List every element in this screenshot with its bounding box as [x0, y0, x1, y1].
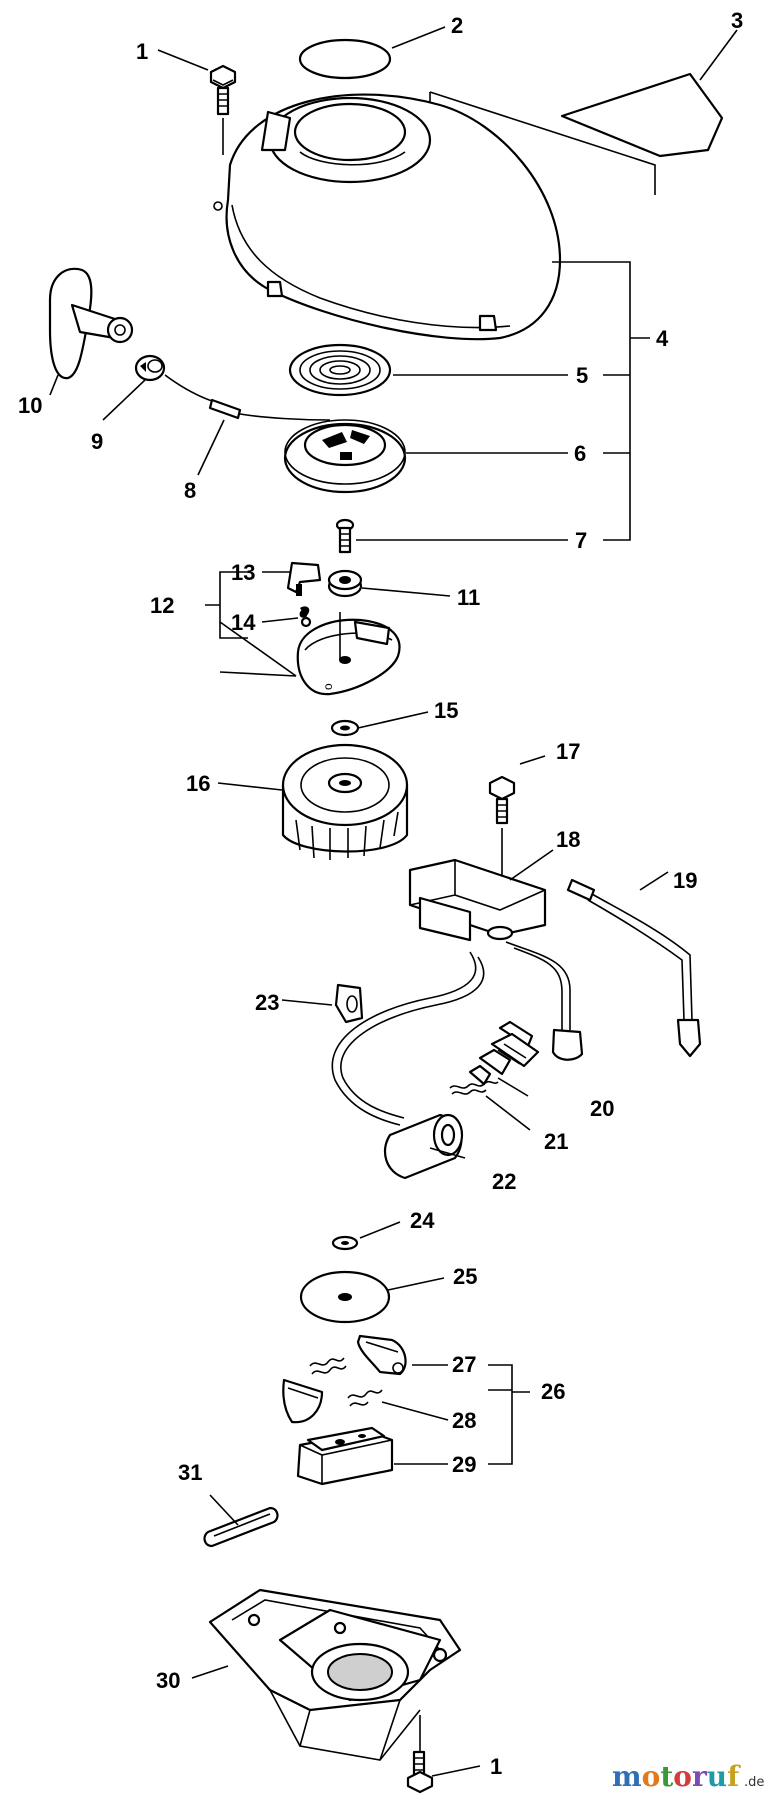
- part-24-washer: [331, 1235, 359, 1251]
- part-23-clip: [334, 983, 364, 1024]
- callout-1-bottom: 1: [490, 1754, 502, 1779]
- part-17-bolt: [488, 775, 516, 875]
- callout-11: 11: [457, 585, 480, 610]
- part-2-cap-disc: [298, 38, 392, 80]
- part-16-flywheel: [281, 743, 409, 860]
- callout-15: 15: [434, 698, 458, 723]
- callout-6: 6: [574, 441, 586, 466]
- callout-16: 16: [186, 771, 210, 796]
- part-6-rope-pulley: [283, 419, 407, 494]
- part-31-gasket: [203, 1506, 279, 1548]
- part-1-bolt-top: [209, 64, 237, 155]
- svg-text:motoruf: motoruf: [612, 1760, 741, 1793]
- callout-10: 10: [18, 393, 42, 418]
- part-20-spark-plug: [468, 1020, 540, 1086]
- clutch-shoe-left: [282, 1378, 324, 1424]
- wm-letter-6: f: [727, 1760, 741, 1793]
- callout-1-top: 1: [136, 39, 148, 64]
- part-29-clutch-hub: [296, 1426, 394, 1486]
- part-7-screw: [335, 518, 355, 554]
- part-15-washer: [330, 719, 360, 737]
- callout-7: 7: [575, 528, 587, 553]
- callout-30: 30: [156, 1668, 180, 1693]
- part-5-recoil-spring: [288, 343, 392, 397]
- part-10-starter-handle: [48, 267, 134, 380]
- callout-27: 27: [452, 1352, 476, 1377]
- part-19-stop-wire: [566, 878, 702, 1058]
- callout-13: 13: [231, 560, 255, 585]
- part-18-ignition-coil: [331, 858, 584, 1126]
- part-1-bolt-bottom: [406, 1750, 434, 1794]
- wm-letter-5: u: [707, 1760, 727, 1793]
- part-30-clutch-housing: [208, 1588, 462, 1761]
- callout-4: 4: [656, 326, 669, 351]
- part-11-collar: [327, 569, 363, 598]
- callout-21: 21: [544, 1129, 568, 1154]
- callout-25: 25: [453, 1264, 477, 1289]
- callout-22: 22: [492, 1169, 516, 1194]
- part-27-clutch-shoe: [356, 1334, 407, 1376]
- part-4-starter-housing: [213, 91, 656, 341]
- watermark-logo: motoruf .de: [612, 1760, 764, 1793]
- wm-letter-1: o: [642, 1760, 661, 1793]
- wm-letter-2: t: [660, 1760, 673, 1793]
- part-28-clutch-spring: [309, 1357, 383, 1407]
- callout-24: 24: [410, 1208, 435, 1233]
- leader-lines: [49, 26, 738, 1777]
- wm-letter-3: o: [673, 1760, 692, 1793]
- callout-29: 29: [452, 1452, 476, 1477]
- part-8-starter-rope: [164, 374, 331, 421]
- callout-31: 31: [178, 1460, 202, 1485]
- callout-17: 17: [556, 739, 580, 764]
- part-21-spring: [449, 1080, 499, 1095]
- callout-14: 14: [231, 610, 256, 635]
- part-22-plug-cap: [383, 1113, 464, 1180]
- callout-12: 12: [150, 593, 174, 618]
- callout-9: 9: [91, 429, 103, 454]
- callout-18: 18: [556, 827, 580, 852]
- wm-suffix: .de: [744, 1775, 764, 1790]
- callout-20: 20: [590, 1096, 614, 1121]
- svg-text:ᴑ: ᴑ: [325, 679, 332, 693]
- part-9-rope-guide: [134, 354, 166, 382]
- callout-labels: 1 2 3 4 5 6 7 8 9 10 11 12 13 14 15 16 1…: [18, 8, 743, 1779]
- callout-2: 2: [451, 13, 463, 38]
- callout-8: 8: [184, 478, 196, 503]
- wm-letter-4: r: [692, 1760, 708, 1793]
- callout-19: 19: [673, 868, 697, 893]
- callout-3: 3: [731, 8, 743, 33]
- part-25-plate: [299, 1270, 391, 1324]
- part-12-ratchet: ᴑ: [296, 612, 401, 696]
- callout-28: 28: [452, 1408, 476, 1433]
- wm-letter-0: m: [612, 1760, 642, 1793]
- part-14-pawl-spring: [299, 606, 312, 628]
- callout-26: 26: [541, 1379, 565, 1404]
- part-13-pawl: [286, 561, 322, 596]
- callout-23: 23: [255, 990, 279, 1015]
- part-3-label: [560, 72, 724, 158]
- callout-5: 5: [576, 363, 588, 388]
